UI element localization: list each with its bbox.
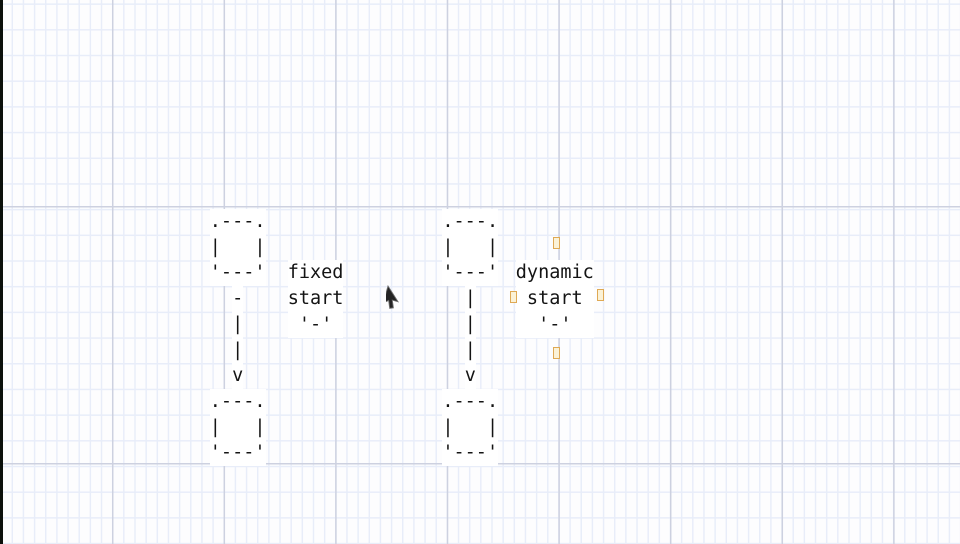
left-edge-bar bbox=[0, 0, 3, 544]
ascii-box-top-right[interactable]: .---. | | '---' bbox=[442, 209, 499, 287]
ascii-arrow-right[interactable]: | | | v bbox=[464, 286, 476, 389]
selection-handle-top[interactable] bbox=[553, 237, 560, 249]
ascii-arrow-left[interactable]: - | | v bbox=[232, 286, 244, 389]
ascii-box-bottom-right[interactable]: .---. | | '---' bbox=[442, 388, 499, 466]
selection-handle-right[interactable] bbox=[597, 289, 604, 301]
label-dynamic-start[interactable]: dynamic start '-' bbox=[515, 260, 594, 338]
ascii-box-bottom-left[interactable]: .---. | | '---' bbox=[209, 388, 266, 466]
mouse-cursor bbox=[386, 285, 400, 309]
selection-handle-bottom[interactable] bbox=[553, 347, 560, 359]
ascii-box-top-left[interactable]: .---. | | '---' bbox=[209, 209, 266, 287]
selection-handle-left[interactable] bbox=[510, 291, 517, 303]
label-fixed-start[interactable]: fixed start '-' bbox=[287, 260, 344, 338]
